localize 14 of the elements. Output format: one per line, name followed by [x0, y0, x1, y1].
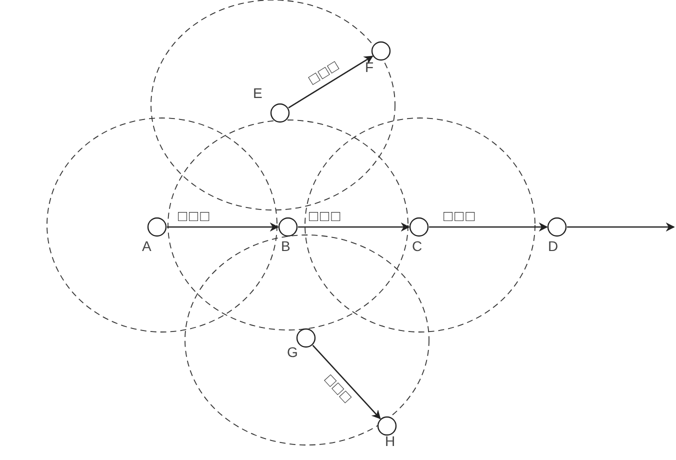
node-label: F [365, 60, 374, 74]
node-label: E [253, 86, 262, 100]
arrow [167, 222, 279, 232]
arrow [429, 222, 548, 232]
node-label: C [412, 239, 422, 253]
node-label: A [142, 239, 152, 253]
node-label: H [385, 434, 396, 448]
node-label: G [287, 345, 298, 359]
node-label: D [548, 239, 558, 253]
arrow [288, 56, 374, 108]
arrow [312, 344, 381, 420]
arrow [298, 222, 410, 232]
arrow [567, 222, 675, 232]
node-label: B [281, 239, 290, 253]
